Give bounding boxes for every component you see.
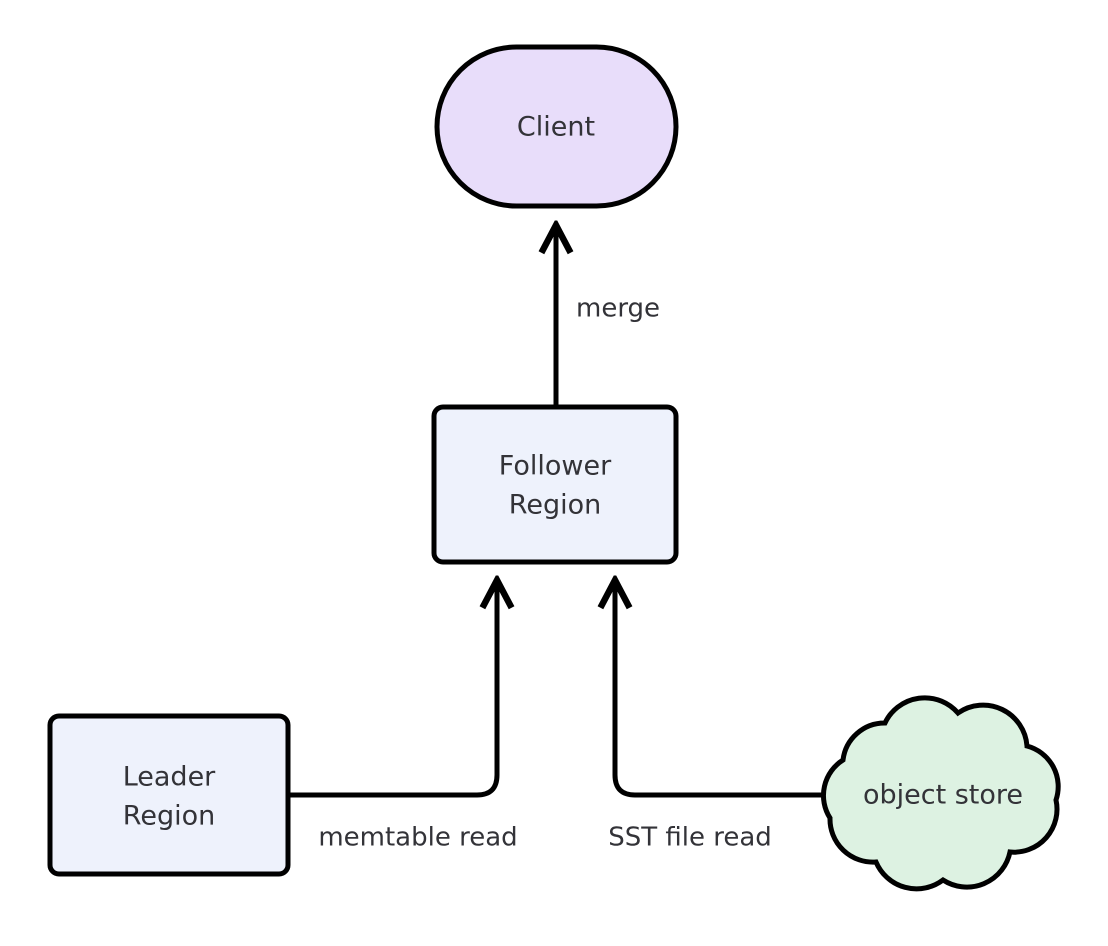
node-client-label: Client — [517, 112, 595, 143]
node-client-shape[interactable] — [434, 44, 679, 209]
node-leader-region-shape[interactable] — [47, 713, 291, 877]
node-leader-region[interactable]: Leader Region — [47, 713, 291, 877]
edge-merge: merge — [556, 228, 660, 406]
edge-sst-file-read-path — [615, 583, 822, 798]
edge-memtable-read-label: memtable read — [318, 823, 517, 853]
node-client[interactable]: Client — [434, 44, 679, 209]
node-leader-region-label-line1: Leader — [123, 762, 216, 793]
node-follower-region-shape[interactable] — [431, 404, 679, 565]
edge-sst-file-read-label: SST file read — [608, 823, 772, 853]
node-follower-region-label-line1: Follower — [499, 451, 612, 482]
edge-sst-file-read: SST file read — [608, 583, 822, 853]
node-object-store[interactable]: object store — [820, 695, 1061, 892]
node-object-store-label: object store — [863, 780, 1023, 811]
node-follower-region-label-line2: Region — [509, 490, 601, 521]
edge-merge-label: merge — [576, 294, 660, 324]
edge-memtable-read: memtable read — [288, 583, 518, 853]
node-leader-region-label-line2: Region — [123, 801, 215, 832]
edge-memtable-read-path — [288, 583, 497, 798]
node-object-store-shape[interactable] — [820, 695, 1061, 892]
node-follower-region[interactable]: Follower Region — [431, 404, 679, 565]
